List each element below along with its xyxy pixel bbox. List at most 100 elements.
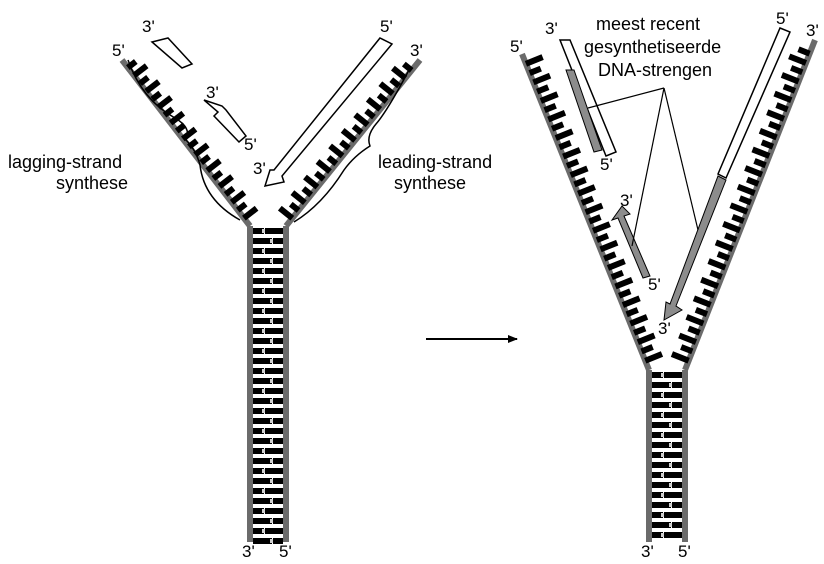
right-bottom-5-end: 5' [678,542,691,561]
base-pair-rung [265,408,283,414]
base-pair-rung [669,403,672,407]
base-pair-rung [644,351,663,363]
base-pair-rung [273,298,283,304]
base-pair-rung [253,358,272,364]
base-pair-rung [262,229,265,233]
base-pair-rung [759,128,778,140]
base-pair-rung [678,333,697,345]
base-pair-rung [262,329,265,333]
base-pair-rung [540,91,559,103]
base-pair-rung [669,443,672,447]
base-pair-rung [652,482,671,488]
leading-3-end: 3' [253,159,266,178]
right-okazaki-old-5-end: 5' [600,155,613,174]
base-pair-rung [262,249,265,253]
base-pair-rung [253,238,272,244]
base-pair-rung [253,338,272,344]
right-new-fragment-5-end: 5' [648,275,661,294]
base-pair-rung [669,503,672,507]
base-pair-rung [270,419,273,423]
base-pair-rung [273,418,283,424]
base-pair-rung [672,502,682,508]
base-pair-rung [253,318,272,324]
callout-line2: gesynthetiseerde [584,37,721,57]
base-pair-rung [262,409,265,413]
base-pair-rung [262,429,265,433]
base-pair-rung [253,498,272,504]
base-pair-rung [270,299,273,303]
base-pair-rung [669,523,672,527]
right-stem-backbone-left [646,370,652,542]
callout-line-3 [664,88,698,230]
base-pair-rung [265,248,283,254]
base-pair-rung [672,522,682,528]
base-pair-rung [253,438,272,444]
base-pair-rung [253,478,272,484]
right-lagging-old-strand [560,40,616,156]
base-pair-rung [672,382,682,388]
base-pair-rung [629,314,648,326]
base-pair-rung [652,442,671,448]
base-pair-rung [273,518,283,524]
base-pair-rung [729,202,748,214]
base-pair-rung [661,533,664,537]
base-pair-rung [253,258,272,264]
base-pair-rung [262,469,265,473]
base-pair-rung [273,358,283,364]
base-pair-rung [672,402,682,408]
right-new-fragment-3-end: 3' [620,191,633,210]
base-pair-rung [262,509,265,513]
base-pair-rung [270,379,273,383]
lagging-label-line2: synthese [56,173,128,193]
base-pair-rung [781,72,800,84]
base-pair-rung [262,529,265,533]
base-pair-rung [669,383,672,387]
base-pair-rung [265,308,283,314]
base-pair-rung [661,453,664,457]
base-pair-rung [262,269,265,273]
base-pair-rung [715,240,734,252]
lagging-label-line1: lagging-strand [8,152,122,172]
base-pair-rung [664,372,682,378]
base-pair-rung [265,328,283,334]
base-pair-rung [270,239,273,243]
base-pair-rung [669,423,672,427]
base-pair-rung [722,221,741,233]
base-pair-rung [270,519,273,523]
base-pair-rung [672,422,682,428]
base-pair-rung [270,399,273,403]
base-pair-rung [584,203,603,215]
base-pair-rung [788,54,807,66]
base-pair-rung [270,439,273,443]
left-lagging-top-white-end [152,38,192,68]
base-pair-rung [270,539,273,543]
base-pair-rung [262,449,265,453]
left-okazaki-fragment-arrow [204,100,246,142]
base-pair-rung [700,277,719,289]
right-leading-3-end: 3' [658,319,671,338]
base-pair-rung [265,288,283,294]
base-pair-rung [570,166,589,178]
base-pair-rung [637,333,656,345]
base-pair-rung [270,499,273,503]
base-pair-rung [253,518,272,524]
base-pair-rung [547,110,566,122]
base-pair-rung [661,513,664,517]
base-pair-rung [672,462,682,468]
callout-line-2 [632,88,664,246]
base-pair-rung [652,462,671,468]
callout-line1: meest recent [596,14,700,34]
base-pair-rung [622,296,641,308]
right-bottom-3-end: 3' [641,542,654,561]
base-pair-rung [253,538,272,544]
base-pair-rung [253,278,272,284]
right-top-5-end: 5' [510,37,523,56]
base-pair-rung [273,318,283,324]
base-pair-rung [693,295,712,307]
base-pair-rung [265,528,283,534]
base-pair-rung [273,238,283,244]
left-fork-lagging-arm [122,59,258,226]
base-pair-rung [652,402,671,408]
base-pair-rung [273,478,283,484]
callout-line-1 [588,88,664,108]
